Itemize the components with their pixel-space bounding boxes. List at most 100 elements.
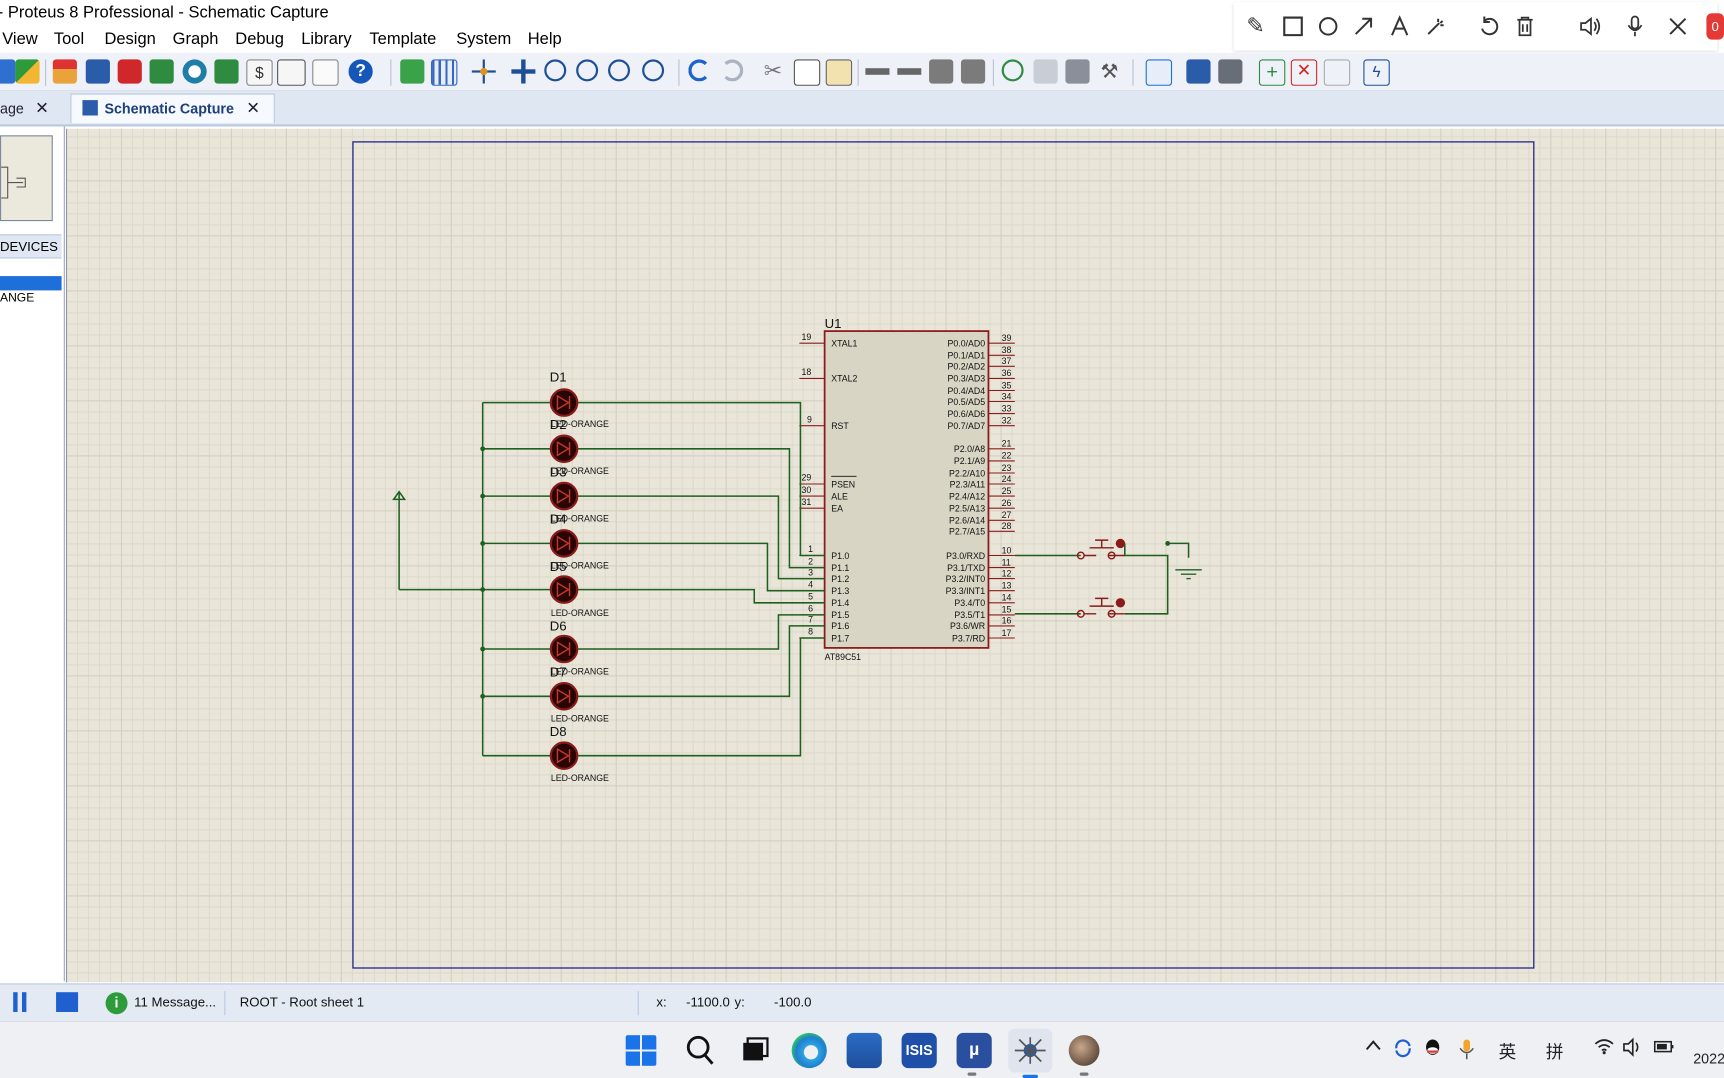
device-list [0,258,62,274]
ellipse-icon[interactable] [1315,13,1341,39]
new-file-icon[interactable] [0,59,16,84]
search-icon[interactable] [683,1033,718,1068]
device-item-selected[interactable] [0,276,62,291]
battery-icon[interactable] [1653,1037,1677,1060]
pan-icon[interactable] [511,59,536,84]
home-icon[interactable] [52,59,77,84]
menu-design[interactable]: Design [104,29,156,49]
menu-system[interactable]: System [456,29,512,49]
zoom-all-icon[interactable] [608,59,631,82]
decompose-icon[interactable]: ⚒ [1100,60,1119,83]
wire-autorouter-icon[interactable] [1145,59,1173,86]
tab-close-icon[interactable]: ✕ [246,99,261,118]
copy-icon[interactable] [793,59,821,86]
tab-close-icon[interactable]: ✕ [35,99,50,118]
schematic-icon[interactable] [85,59,110,84]
origin-icon[interactable] [471,59,496,84]
volume-icon[interactable] [1622,1037,1644,1062]
block-delete-icon[interactable] [960,59,986,84]
ime-language[interactable]: 英 [1498,1043,1517,1063]
stop-icon[interactable] [56,992,79,1012]
cut-icon[interactable]: ✂ [763,59,783,84]
store-icon[interactable] [846,1032,882,1069]
user-app-icon[interactable] [1068,1035,1100,1066]
status-divider [637,991,639,1016]
open-file-icon[interactable] [15,59,40,84]
source-code-icon[interactable] [277,59,306,86]
tab-home-page[interactable]: age ✕ [0,94,62,123]
menu-debug[interactable]: Debug [235,29,284,49]
magic-wand-icon[interactable] [1423,13,1449,39]
3d-viewer-icon[interactable] [149,59,174,84]
microphone-icon[interactable] [1458,1037,1476,1067]
pick-parts-icon[interactable] [1001,59,1024,82]
schematic-icon [82,100,98,116]
rectangle-icon[interactable] [1280,13,1306,39]
remove-sheet-icon[interactable]: ✕ [1290,59,1318,86]
info-icon[interactable]: i [105,992,128,1015]
proteus-app-icon[interactable] [1008,1028,1053,1073]
trash-icon[interactable] [1512,13,1538,39]
menu-graph[interactable]: Graph [172,29,219,49]
isis-app-icon[interactable]: ISIS [901,1032,937,1069]
redo-icon[interactable] [721,59,744,82]
paste-icon[interactable] [825,59,853,86]
pin-number: 15 [1002,605,1012,615]
chevron-up-icon[interactable] [1364,1037,1382,1057]
make-device-icon[interactable] [1033,59,1058,84]
pin-name: P0.0/AD0 [948,338,986,348]
zoom-area-icon[interactable] [642,59,665,82]
led-value: LED-ORANGE [551,666,609,676]
pcb-layout-icon[interactable] [117,59,142,84]
pencil-icon[interactable]: ✎ [1246,14,1265,39]
led-value: LED-ORANGE [551,773,609,783]
qq-icon[interactable] [1423,1037,1443,1065]
menu-view[interactable]: View [2,29,38,49]
message-count[interactable]: 11 Message... [134,994,217,1010]
exit-to-parent-icon[interactable] [1323,59,1351,86]
zoom-out-icon[interactable] [576,59,599,82]
design-explorer-icon[interactable] [214,59,239,84]
notes-icon[interactable] [312,59,339,86]
microphone-icon[interactable] [1622,13,1648,39]
record-badge[interactable]: 0 [1706,13,1724,40]
block-rotate-icon[interactable] [929,59,954,84]
menu-library[interactable]: Library [301,29,352,49]
menu-template[interactable]: Template [369,29,437,49]
edge-browser-icon[interactable] [791,1032,827,1069]
new-sheet-icon[interactable]: + [1258,59,1286,86]
menu-help[interactable]: Help [527,29,562,49]
task-view-icon[interactable] [737,1033,772,1068]
ime-mode[interactable]: 拼 [1545,1043,1564,1063]
close-icon[interactable] [1665,13,1691,39]
sync-icon[interactable] [1392,1037,1414,1065]
wifi-icon[interactable] [1593,1037,1615,1060]
undo-icon[interactable] [1476,13,1502,39]
block-move-icon[interactable] [897,59,922,84]
overview-window[interactable] [0,135,53,222]
tab-schematic-capture[interactable]: Schematic Capture ✕ [70,93,275,124]
speaker-icon[interactable] [1578,13,1604,39]
gerber-viewer-icon[interactable] [182,59,207,84]
pin-name: P3.3/INT1 [946,586,986,596]
bill-of-materials-icon[interactable]: $ [246,59,273,86]
text-tool-icon[interactable] [1386,13,1412,39]
packaging-tool-icon[interactable] [1065,59,1090,84]
pause-icon[interactable] [13,992,18,1012]
design-rule-icon[interactable]: ϟ [1363,59,1390,86]
help-icon[interactable]: ? [348,59,373,84]
undo-icon[interactable] [688,59,711,82]
device-item[interactable]: ANGE [0,291,35,305]
arrow-icon[interactable] [1350,13,1376,39]
start-icon[interactable] [625,1035,657,1066]
refresh-icon[interactable] [400,59,425,84]
grid-toggle-icon[interactable] [431,59,458,86]
menu-tool[interactable]: Tool [53,29,85,49]
zoom-in-icon[interactable] [544,59,567,82]
block-copy-icon[interactable] [865,59,890,84]
search-tag-icon[interactable] [1186,59,1211,84]
keil-app-icon[interactable]: µ [956,1032,992,1069]
property-assignment-icon[interactable] [1218,59,1243,84]
